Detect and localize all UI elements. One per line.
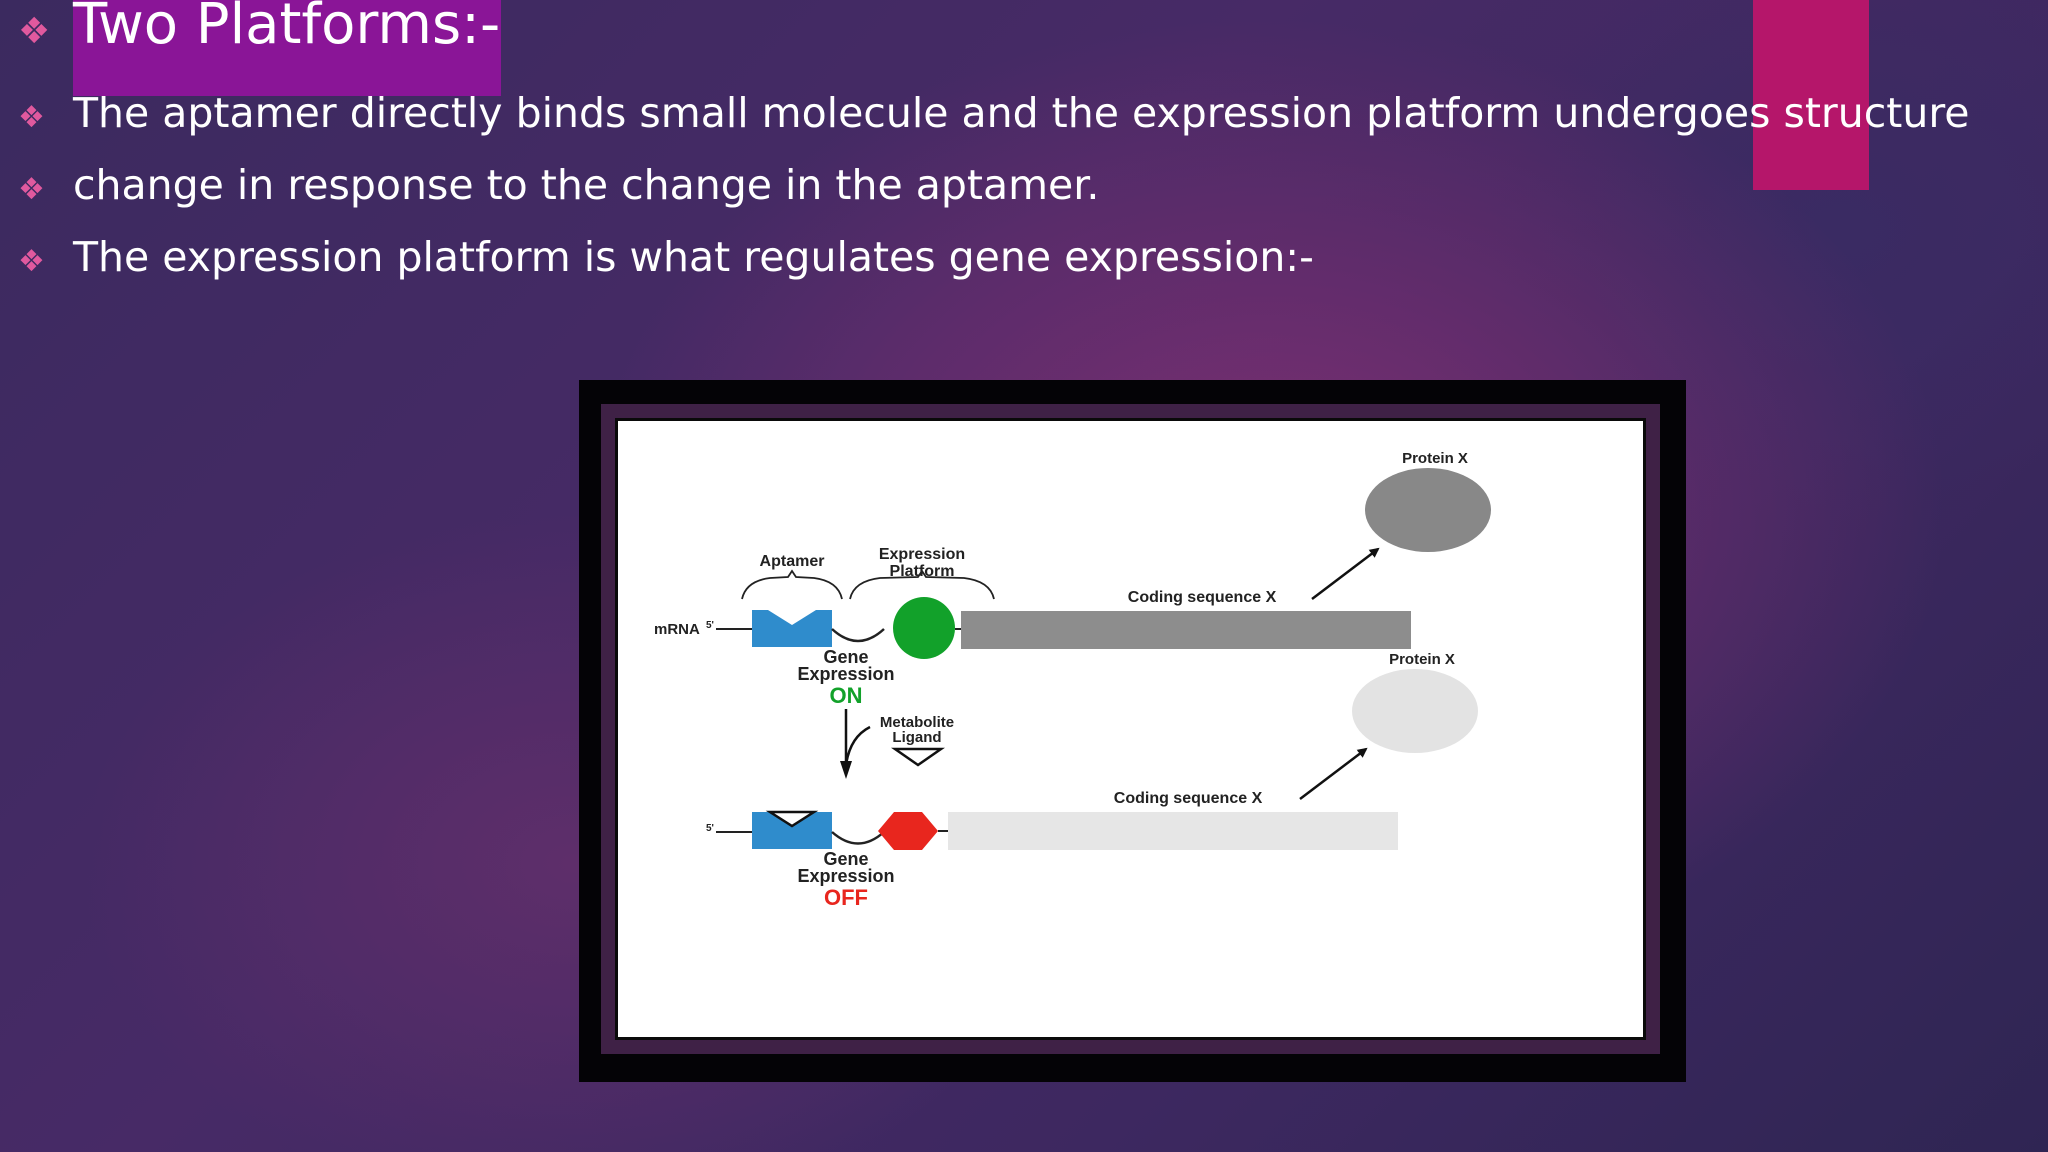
aptamer-shape-off — [752, 812, 832, 849]
mrna-loop-off — [831, 831, 885, 845]
ligand-triangle — [891, 747, 945, 767]
off-label: OFF — [824, 885, 868, 910]
mrna-loop-on — [831, 628, 885, 643]
aptamer-label: Aptamer — [760, 553, 825, 570]
bullet-text-3: The expression platform is what regulate… — [73, 233, 1314, 281]
arrow-to-protein-bottom — [1299, 747, 1368, 800]
metabolite-label-1: Metabolite — [880, 714, 954, 731]
gene-off-label-1: Gene — [823, 849, 868, 869]
coding-sequence-label-top: Coding sequence X — [1128, 589, 1277, 606]
title-bullet-icon: ❖ — [18, 11, 51, 52]
protein-x-off — [1352, 669, 1478, 753]
accent-block — [1753, 0, 1869, 190]
coding-sequence-label-bottom: Coding sequence X — [1114, 790, 1263, 807]
slide-title: Two Platforms:- — [73, 0, 501, 57]
riboswitch-diagram: Aptamer Expression Platform mRNA 5' Codi… — [654, 450, 1491, 910]
five-prime-bottom: 5' — [706, 823, 714, 834]
metabolite-label-2: Ligand — [892, 729, 941, 746]
bullet-icon: ❖ — [18, 244, 45, 279]
bullet-text-1: The aptamer directly binds small molecul… — [73, 89, 1970, 137]
expression-platform-label-1: Expression — [879, 546, 965, 563]
coding-sequence-bar-off — [948, 812, 1398, 850]
gene-on-label-2: Expression — [797, 664, 894, 684]
on-label: ON — [830, 683, 863, 708]
transition-arrow — [844, 709, 871, 766]
bullet-icon: ❖ — [18, 100, 45, 135]
aptamer-brace — [741, 569, 843, 600]
green-circle-on — [893, 597, 955, 659]
red-hexagon-off — [878, 812, 938, 850]
coding-sequence-bar-on — [961, 611, 1411, 649]
bullet-icon: ❖ — [18, 172, 45, 207]
riboswitch-figure: Aptamer Expression Platform mRNA 5' Codi… — [579, 380, 1686, 1082]
gene-on-label-1: Gene — [823, 647, 868, 667]
arrow-to-protein-top — [1311, 547, 1380, 600]
protein-label-bottom: Protein X — [1389, 651, 1455, 668]
five-prime-top: 5' — [706, 620, 714, 631]
protein-x-on — [1365, 468, 1491, 552]
bullet-text-2: change in response to the change in the … — [73, 161, 1100, 209]
aptamer-shape-on — [752, 610, 832, 647]
protein-label-top: Protein X — [1402, 450, 1468, 467]
platform-brace — [849, 569, 995, 600]
bound-ligand-triangle — [765, 810, 819, 828]
title-highlight — [73, 0, 501, 96]
gene-off-label-2: Expression — [797, 866, 894, 886]
mrna-label: mRNA — [654, 621, 700, 638]
